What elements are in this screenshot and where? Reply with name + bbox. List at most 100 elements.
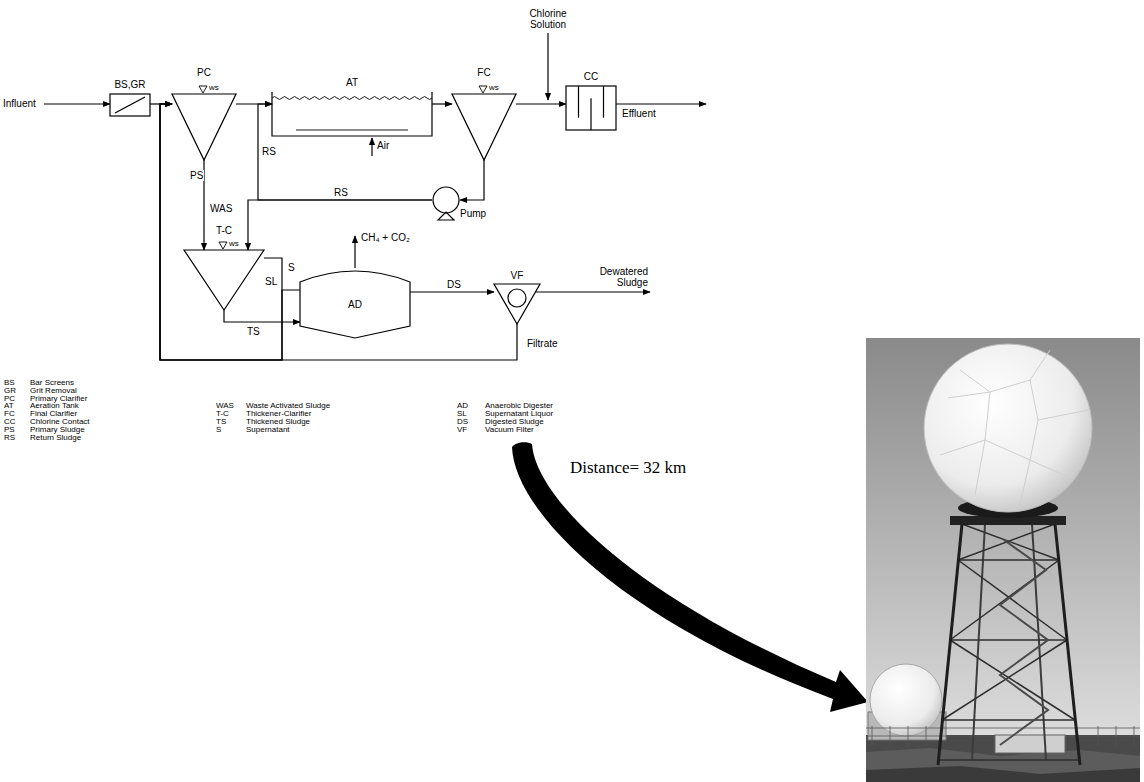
flow-connector bbox=[160, 104, 282, 360]
pump-base bbox=[438, 212, 454, 220]
tank-outline bbox=[272, 92, 432, 136]
unit-label: AD bbox=[348, 299, 362, 310]
glossary-term: Primary Clarifier bbox=[30, 395, 87, 403]
radome-panels-part bbox=[1020, 460, 1030, 505]
stream-label: Effluent bbox=[622, 108, 656, 119]
stream-label: Filtrate bbox=[526, 338, 559, 349]
influent-line bbox=[44, 103, 110, 104]
glossary-term: Digested Sludge bbox=[485, 418, 544, 426]
flow-connector bbox=[248, 200, 432, 250]
tower-bracing-part bbox=[938, 759, 1080, 761]
glossary-term: Supernatant bbox=[246, 426, 290, 434]
screen-outline bbox=[110, 94, 150, 116]
water-wave bbox=[272, 97, 432, 100]
glossary-code: CC bbox=[4, 418, 16, 426]
fence-part bbox=[890, 726, 891, 746]
unit-label: Pump bbox=[460, 208, 486, 219]
tower-front-legs bbox=[938, 524, 1080, 765]
flow-connector bbox=[516, 103, 566, 104]
radome-panels-part bbox=[960, 350, 1050, 392]
dewatered-arrow bbox=[536, 291, 650, 292]
stream-label: S bbox=[287, 262, 296, 273]
tower-bracing-part bbox=[958, 559, 1059, 561]
glossary-code: SL bbox=[457, 410, 467, 418]
flow-connector bbox=[160, 104, 517, 360]
glossary-term: Waste Activated Sludge bbox=[246, 402, 330, 410]
flow-connector bbox=[224, 310, 300, 322]
glossary-code: S bbox=[216, 426, 221, 434]
stream-label: Chlorine Solution bbox=[518, 8, 578, 30]
gas-label: CH₄ + CO₂ bbox=[361, 232, 410, 243]
unit-label: T-C bbox=[216, 225, 232, 236]
stream-label: Dewatered Sludge bbox=[580, 266, 648, 288]
glossary-term: Bar Screens bbox=[30, 379, 74, 387]
tower-bracing-part bbox=[958, 560, 1067, 640]
effluent-arrow bbox=[616, 103, 706, 104]
glossary-code: TS bbox=[216, 418, 226, 426]
radar-photo bbox=[866, 338, 1140, 782]
diffuser-line bbox=[296, 130, 408, 131]
flow-connector bbox=[410, 291, 494, 292]
water-surface-mark bbox=[479, 86, 487, 93]
contact-tank: CC bbox=[566, 86, 616, 130]
chlorine-arrow bbox=[547, 33, 548, 100]
distance-label: Distance= 32 km bbox=[570, 458, 686, 477]
glossary-term: Chlorine Contact bbox=[30, 418, 90, 426]
glossary-code: AD bbox=[457, 402, 468, 410]
shape-outline bbox=[184, 250, 264, 310]
shape-outline bbox=[272, 92, 432, 136]
glossary-term: Vacuum Filter bbox=[485, 426, 534, 434]
tower-front-legs-part bbox=[1055, 524, 1080, 765]
radome-panels-part bbox=[1030, 460, 1070, 478]
flow-arrows bbox=[44, 33, 706, 292]
photo-ground-patch bbox=[866, 766, 1140, 782]
stream-label: RS bbox=[262, 146, 276, 157]
stream-label: WAS bbox=[209, 203, 233, 214]
fence-part bbox=[908, 726, 909, 746]
glossary-code: T-C bbox=[216, 410, 229, 418]
contact-outline bbox=[566, 86, 616, 130]
tower-hut bbox=[995, 735, 1065, 753]
fence-part bbox=[926, 726, 927, 746]
digester-outline bbox=[300, 271, 410, 338]
glossary-code: BS bbox=[4, 379, 15, 387]
glossary-term: Supernatant Liquor bbox=[485, 410, 553, 418]
tower-bracing-part bbox=[950, 640, 1075, 720]
glossary-term: Return Sludge bbox=[30, 434, 81, 442]
glossary-code: FC bbox=[4, 410, 15, 418]
clarifier-outline bbox=[452, 94, 516, 160]
radome-panels-part bbox=[1038, 410, 1088, 420]
clarifier-outline bbox=[184, 250, 264, 310]
stream-label: Influent bbox=[3, 98, 36, 109]
fence-part bbox=[1098, 726, 1099, 746]
thickener-triangle: T-Cws bbox=[184, 250, 264, 310]
water-surface-label: ws bbox=[209, 83, 219, 92]
tower-bracing-part bbox=[962, 524, 1059, 560]
stream-label: RS bbox=[333, 187, 349, 198]
clarifier-outline bbox=[172, 94, 236, 160]
radome bbox=[924, 344, 1092, 512]
stream-label: DS bbox=[446, 279, 462, 290]
baffle bbox=[603, 86, 604, 118]
screen-box: BS,GR bbox=[110, 94, 150, 116]
glossary-term: Thickened Sludge bbox=[246, 418, 310, 426]
radome-panels-part bbox=[940, 440, 985, 455]
glossary-term: Thickener-Clarifier bbox=[246, 410, 311, 418]
glossary-term: Final Clarifier bbox=[30, 410, 77, 418]
flow-connector bbox=[460, 160, 484, 200]
pump-circle bbox=[433, 187, 459, 213]
unit-label: AT bbox=[346, 77, 358, 88]
filter-drum bbox=[508, 289, 526, 307]
screen-bar bbox=[115, 97, 145, 113]
flow-connector bbox=[258, 104, 432, 200]
flow-connector bbox=[432, 103, 452, 104]
unit-label: CC bbox=[584, 71, 598, 82]
flow-connector bbox=[160, 104, 300, 360]
glossary-code: GR bbox=[4, 387, 16, 395]
water-surface-label: ws bbox=[229, 239, 239, 248]
glossary-term: Aeration Tank bbox=[30, 402, 79, 410]
glossary-code: RS bbox=[4, 434, 15, 442]
